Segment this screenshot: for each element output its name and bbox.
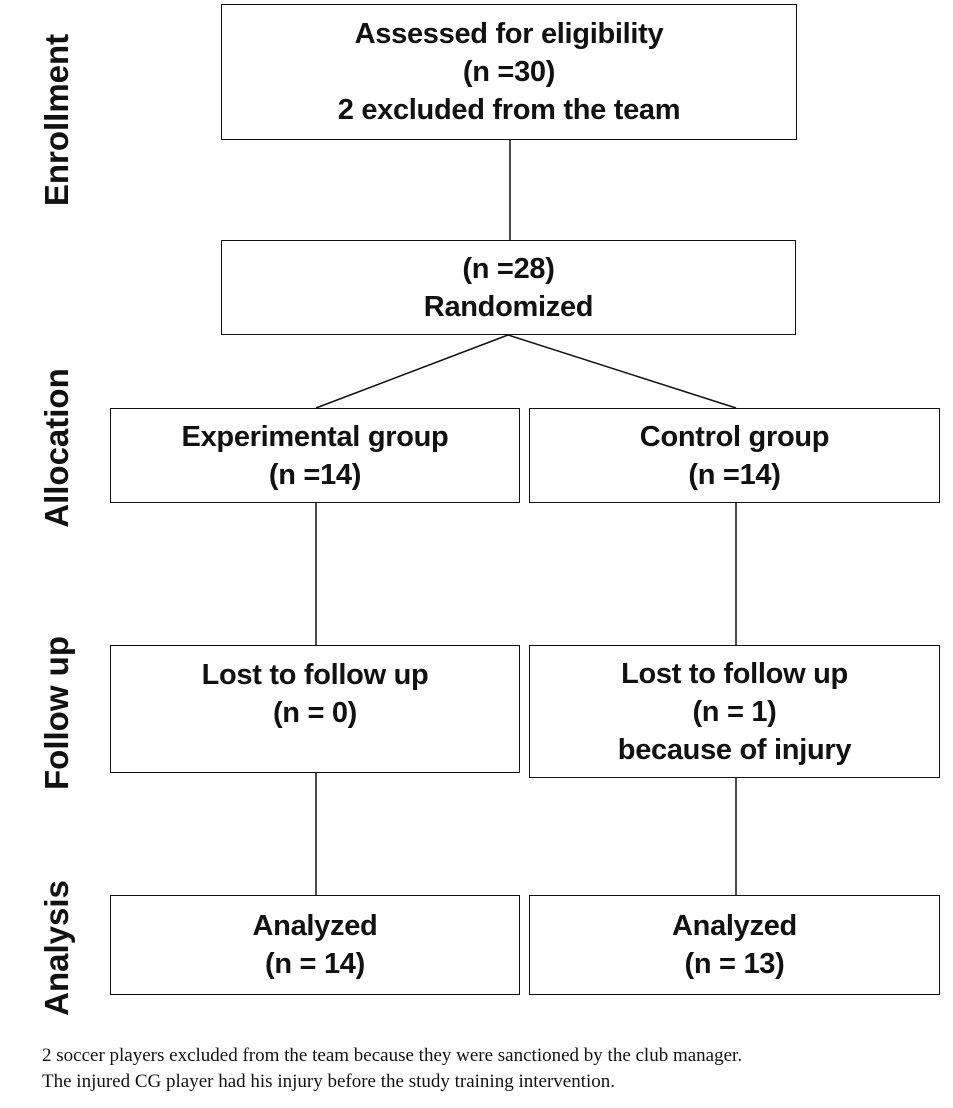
box-control-group: Control group (n =14) — [529, 408, 940, 503]
stage-label-enrollment: Enrollment — [38, 33, 75, 207]
box-line: Lost to follow up — [621, 657, 848, 690]
box-line: (n =14) — [688, 458, 781, 491]
box-line: (n =30) — [462, 56, 556, 88]
box-assessed-for-eligibility: Assessed for eligibility (n =30) 2 exclu… — [221, 4, 797, 140]
footnote: 2 soccer players excluded from the team … — [42, 1045, 743, 1066]
box-analyzed-experimental: Analyzed (n = 14) — [110, 895, 520, 995]
box-line: Experimental group — [181, 420, 449, 453]
box-line: (n = 13) — [684, 948, 785, 980]
box-line: because of injury — [617, 733, 852, 766]
box-randomized: (n =28) Randomized — [221, 240, 796, 335]
box-line: (n =28) — [462, 252, 555, 285]
box-line: (n = 0) — [272, 697, 358, 729]
footnotes: 2 soccer players excluded from the team … — [42, 1043, 742, 1095]
connector-randomized-to-experimental — [315, 334, 509, 409]
box-line: Analyzed — [672, 910, 797, 942]
stage-label-allocation: Allocation — [38, 368, 75, 528]
box-line: (n = 1) — [692, 695, 777, 728]
box-lost-to-follow-up-experimental: Lost to follow up (n = 0) — [110, 645, 520, 773]
box-line: Analyzed — [252, 910, 378, 942]
box-line: 2 excluded from the team — [337, 94, 681, 126]
stage-label-follow-up: Follow up — [38, 636, 75, 790]
box-experimental-group: Experimental group (n =14) — [110, 408, 520, 503]
box-line: (n = 14) — [265, 948, 365, 980]
box-line: Assessed for eligibility — [354, 18, 664, 50]
box-line: (n =14) — [268, 458, 362, 491]
box-line: Lost to follow up — [201, 659, 429, 691]
box-line: Randomized — [423, 290, 594, 323]
connector-randomized-to-control — [507, 334, 737, 409]
box-lost-to-follow-up-control: Lost to follow up (n = 1) because of inj… — [529, 645, 940, 778]
stage-label-analysis: Analysis — [38, 880, 75, 1016]
box-analyzed-control: Analyzed (n = 13) — [529, 895, 940, 995]
footnote: The injured CG player had his injury bef… — [42, 1071, 616, 1092]
box-line: Control group — [639, 420, 830, 453]
